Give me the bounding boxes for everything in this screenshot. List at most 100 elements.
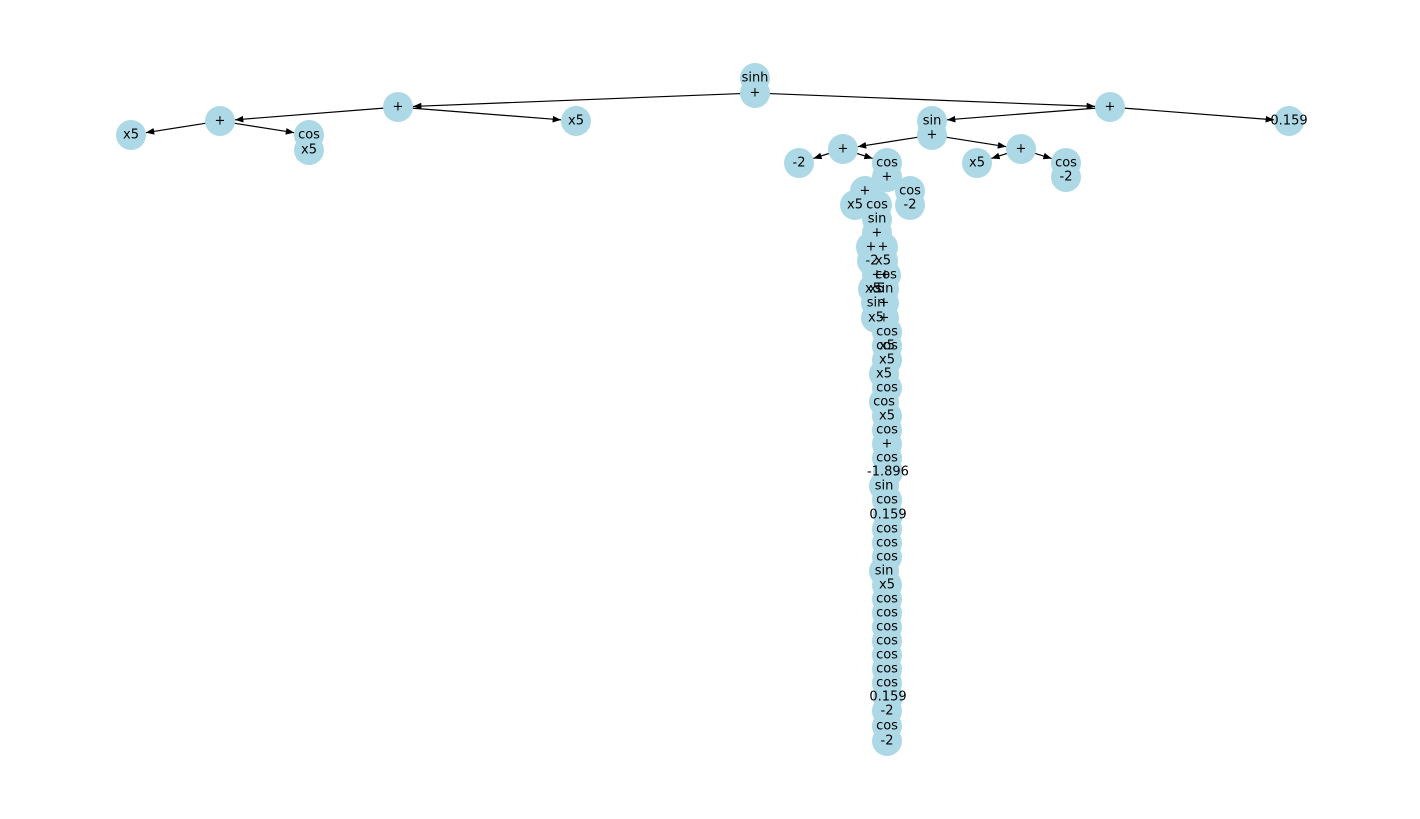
edge-n_B-to-n_B_x5	[991, 152, 1008, 160]
node-label-s44: cos	[876, 719, 898, 734]
node-label-s41: cos	[876, 676, 898, 691]
node-label-n_C_x5: x5	[847, 198, 863, 213]
node-label-s45: -2	[881, 734, 894, 749]
node-label-s24: +	[882, 437, 893, 452]
node-label-n_C_cos: cos	[866, 198, 888, 213]
node-label-s37: cos	[876, 620, 898, 635]
node-label-n_C_plus: +	[860, 184, 871, 199]
node-label-n_LR: x5	[568, 114, 584, 129]
node-label-s26: -1.896	[867, 465, 909, 480]
node-circle-n_LR	[561, 106, 591, 136]
node-label-s43: -2	[881, 704, 894, 719]
node-circle-n_R	[1095, 92, 1125, 122]
node-label-s17: cos	[876, 339, 898, 354]
node-label-n_A_cosplus: +	[882, 170, 893, 185]
node-circle-n_R_c	[1274, 106, 1304, 136]
node-label-s36: cos	[876, 606, 898, 621]
node-label-s12: +	[879, 296, 890, 311]
node-label-s2: +	[878, 240, 889, 255]
node-label-n_R_c: 0.159	[1270, 114, 1307, 129]
node-label-s32: cos	[876, 550, 898, 565]
node-label-s33: sin	[875, 564, 894, 579]
node-label-s20: cos	[876, 381, 898, 396]
node-label-s1: +	[866, 240, 877, 255]
node-label-s21: cos	[873, 395, 895, 410]
node-label-s40: cos	[876, 662, 898, 677]
node-label-n_LL: +	[215, 114, 226, 129]
edge-n_sinplus-to-n_A	[857, 136, 919, 149]
node-circle-n_sinplus	[917, 120, 947, 150]
node-label-s7: x5	[865, 282, 881, 297]
node-label-n_A: +	[838, 142, 849, 157]
node-label-n_LLR_cos: cos	[298, 128, 320, 143]
node-label-s35: cos	[876, 592, 898, 607]
node-circle-n_LL	[205, 106, 235, 136]
node-label-s38: cos	[876, 634, 898, 649]
node-label-n_root: +	[750, 86, 761, 101]
node-label-n_C_cos2: cos	[899, 184, 921, 199]
node-label-n_sinh: sinh	[742, 71, 769, 86]
node-label-s6: +	[880, 268, 891, 283]
edge-n_L-to-n_LR	[411, 107, 562, 123]
node-label-s19: x5	[876, 367, 892, 382]
node-label-s4: x5	[875, 254, 891, 269]
node-label-n_LLR_x5: x5	[301, 143, 317, 158]
node-label-n_A_cos: cos	[876, 156, 898, 171]
node-circle-n_L	[383, 92, 413, 122]
node-label-s23: cos	[876, 423, 898, 438]
node-circles	[116, 63, 1304, 756]
edge-n_R-to-n_R_c	[1123, 107, 1275, 123]
edge-n_LL-to-n_LLR_cos	[233, 122, 295, 135]
edge-layer	[145, 92, 1275, 160]
node-label-n_B_cos: cos	[1055, 156, 1077, 171]
node-circle-n_B_cosm2	[1051, 162, 1081, 192]
node-label-n_B_x5: x5	[969, 156, 985, 171]
node-label-n_B: +	[1016, 142, 1027, 157]
node-label-s39: cos	[876, 648, 898, 663]
edge-n_LL-to-n_LLL	[145, 122, 207, 135]
node-label-s13: x5	[868, 311, 884, 326]
edge-n_A-to-n_A_m2	[813, 152, 830, 160]
edge-n_root-to-n_R	[768, 92, 1096, 110]
node-label-s18: x5	[879, 353, 895, 368]
node-label-n_sinplus: +	[927, 128, 938, 143]
node-label-s22: x5	[879, 409, 895, 424]
node-label-s16: x5	[879, 339, 895, 354]
node-label-s28: cos	[876, 493, 898, 508]
node-label-n_A_m2: -2	[793, 156, 806, 171]
edge-n_root-to-n_L	[412, 92, 742, 110]
edge-n_L-to-n_LL	[234, 107, 385, 123]
node-label-n_LLL: x5	[123, 128, 139, 143]
node-label-s30: cos	[876, 522, 898, 537]
node-circle-n_A	[828, 134, 858, 164]
node-label-s27: sin	[875, 479, 894, 494]
node-label-s15: cos	[876, 325, 898, 340]
node-label-n_R: +	[1105, 100, 1116, 115]
node-circle-n_B_x5	[962, 148, 992, 178]
node-label-n_sin: sin	[923, 114, 942, 129]
node-label-n_C_m2: -2	[904, 198, 917, 213]
edge-n_R-to-n_sin	[946, 107, 1097, 123]
node-label-n_B_cosm2: -2	[1060, 170, 1073, 185]
node-label-s11: sin	[867, 296, 886, 311]
node-label-s29: 0.159	[869, 508, 906, 523]
node-circle-n_LLL	[116, 120, 146, 150]
node-circle-n_C_x5	[840, 190, 870, 220]
node-label-s14: +	[879, 311, 890, 326]
node-label-s3: -2	[866, 254, 879, 269]
node-circle-n_A_m2	[784, 148, 814, 178]
node-label-s42: 0.159	[869, 690, 906, 705]
node-label-s10: sin	[875, 282, 894, 297]
node-circle-n_root	[740, 78, 770, 108]
node-label-n_L: +	[393, 100, 404, 115]
node-label-s5: +	[872, 268, 883, 283]
node-label-n_C_plus2: +	[872, 226, 883, 241]
node-label-n_C_sin: sin	[868, 212, 887, 227]
node-label-s31: cos	[876, 536, 898, 551]
node-label-s8: cos	[875, 268, 897, 283]
node-circle-s45	[872, 726, 902, 756]
node-circle-n_LLR_x5	[294, 135, 324, 165]
node-circle-n_B	[1006, 134, 1036, 164]
